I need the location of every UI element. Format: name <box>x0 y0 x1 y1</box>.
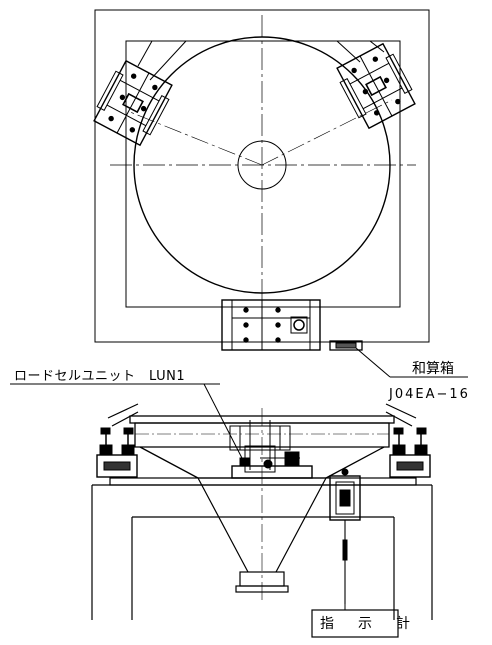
load-cell-unit-label: ロードセルユニット LUN1 <box>14 369 186 384</box>
inner-frame <box>125 40 401 308</box>
indicator-box <box>329 468 361 604</box>
junction-box-plan <box>329 340 363 351</box>
side-load-cell-right <box>385 403 431 478</box>
junction-box-label: 和算箱 <box>412 361 454 377</box>
outlet-spout <box>197 477 327 593</box>
side-load-cell-left <box>96 403 139 478</box>
arm-left <box>137 40 187 81</box>
diag-line-2 <box>261 99 393 166</box>
side-load-cell-center <box>231 451 313 479</box>
junction-box-code-label: J04EA−16 <box>389 387 470 402</box>
center-mechanism <box>229 420 291 473</box>
indicator-label-box <box>311 609 399 638</box>
load-cell-upper-right <box>336 42 416 130</box>
indicator-label: 指 示 計 <box>320 616 415 632</box>
leader-junction <box>355 347 391 378</box>
load-cell-bottom <box>221 299 321 351</box>
base-plate <box>109 477 417 486</box>
load-cell-upper-left <box>93 59 173 147</box>
diag-line-1 <box>129 111 263 166</box>
